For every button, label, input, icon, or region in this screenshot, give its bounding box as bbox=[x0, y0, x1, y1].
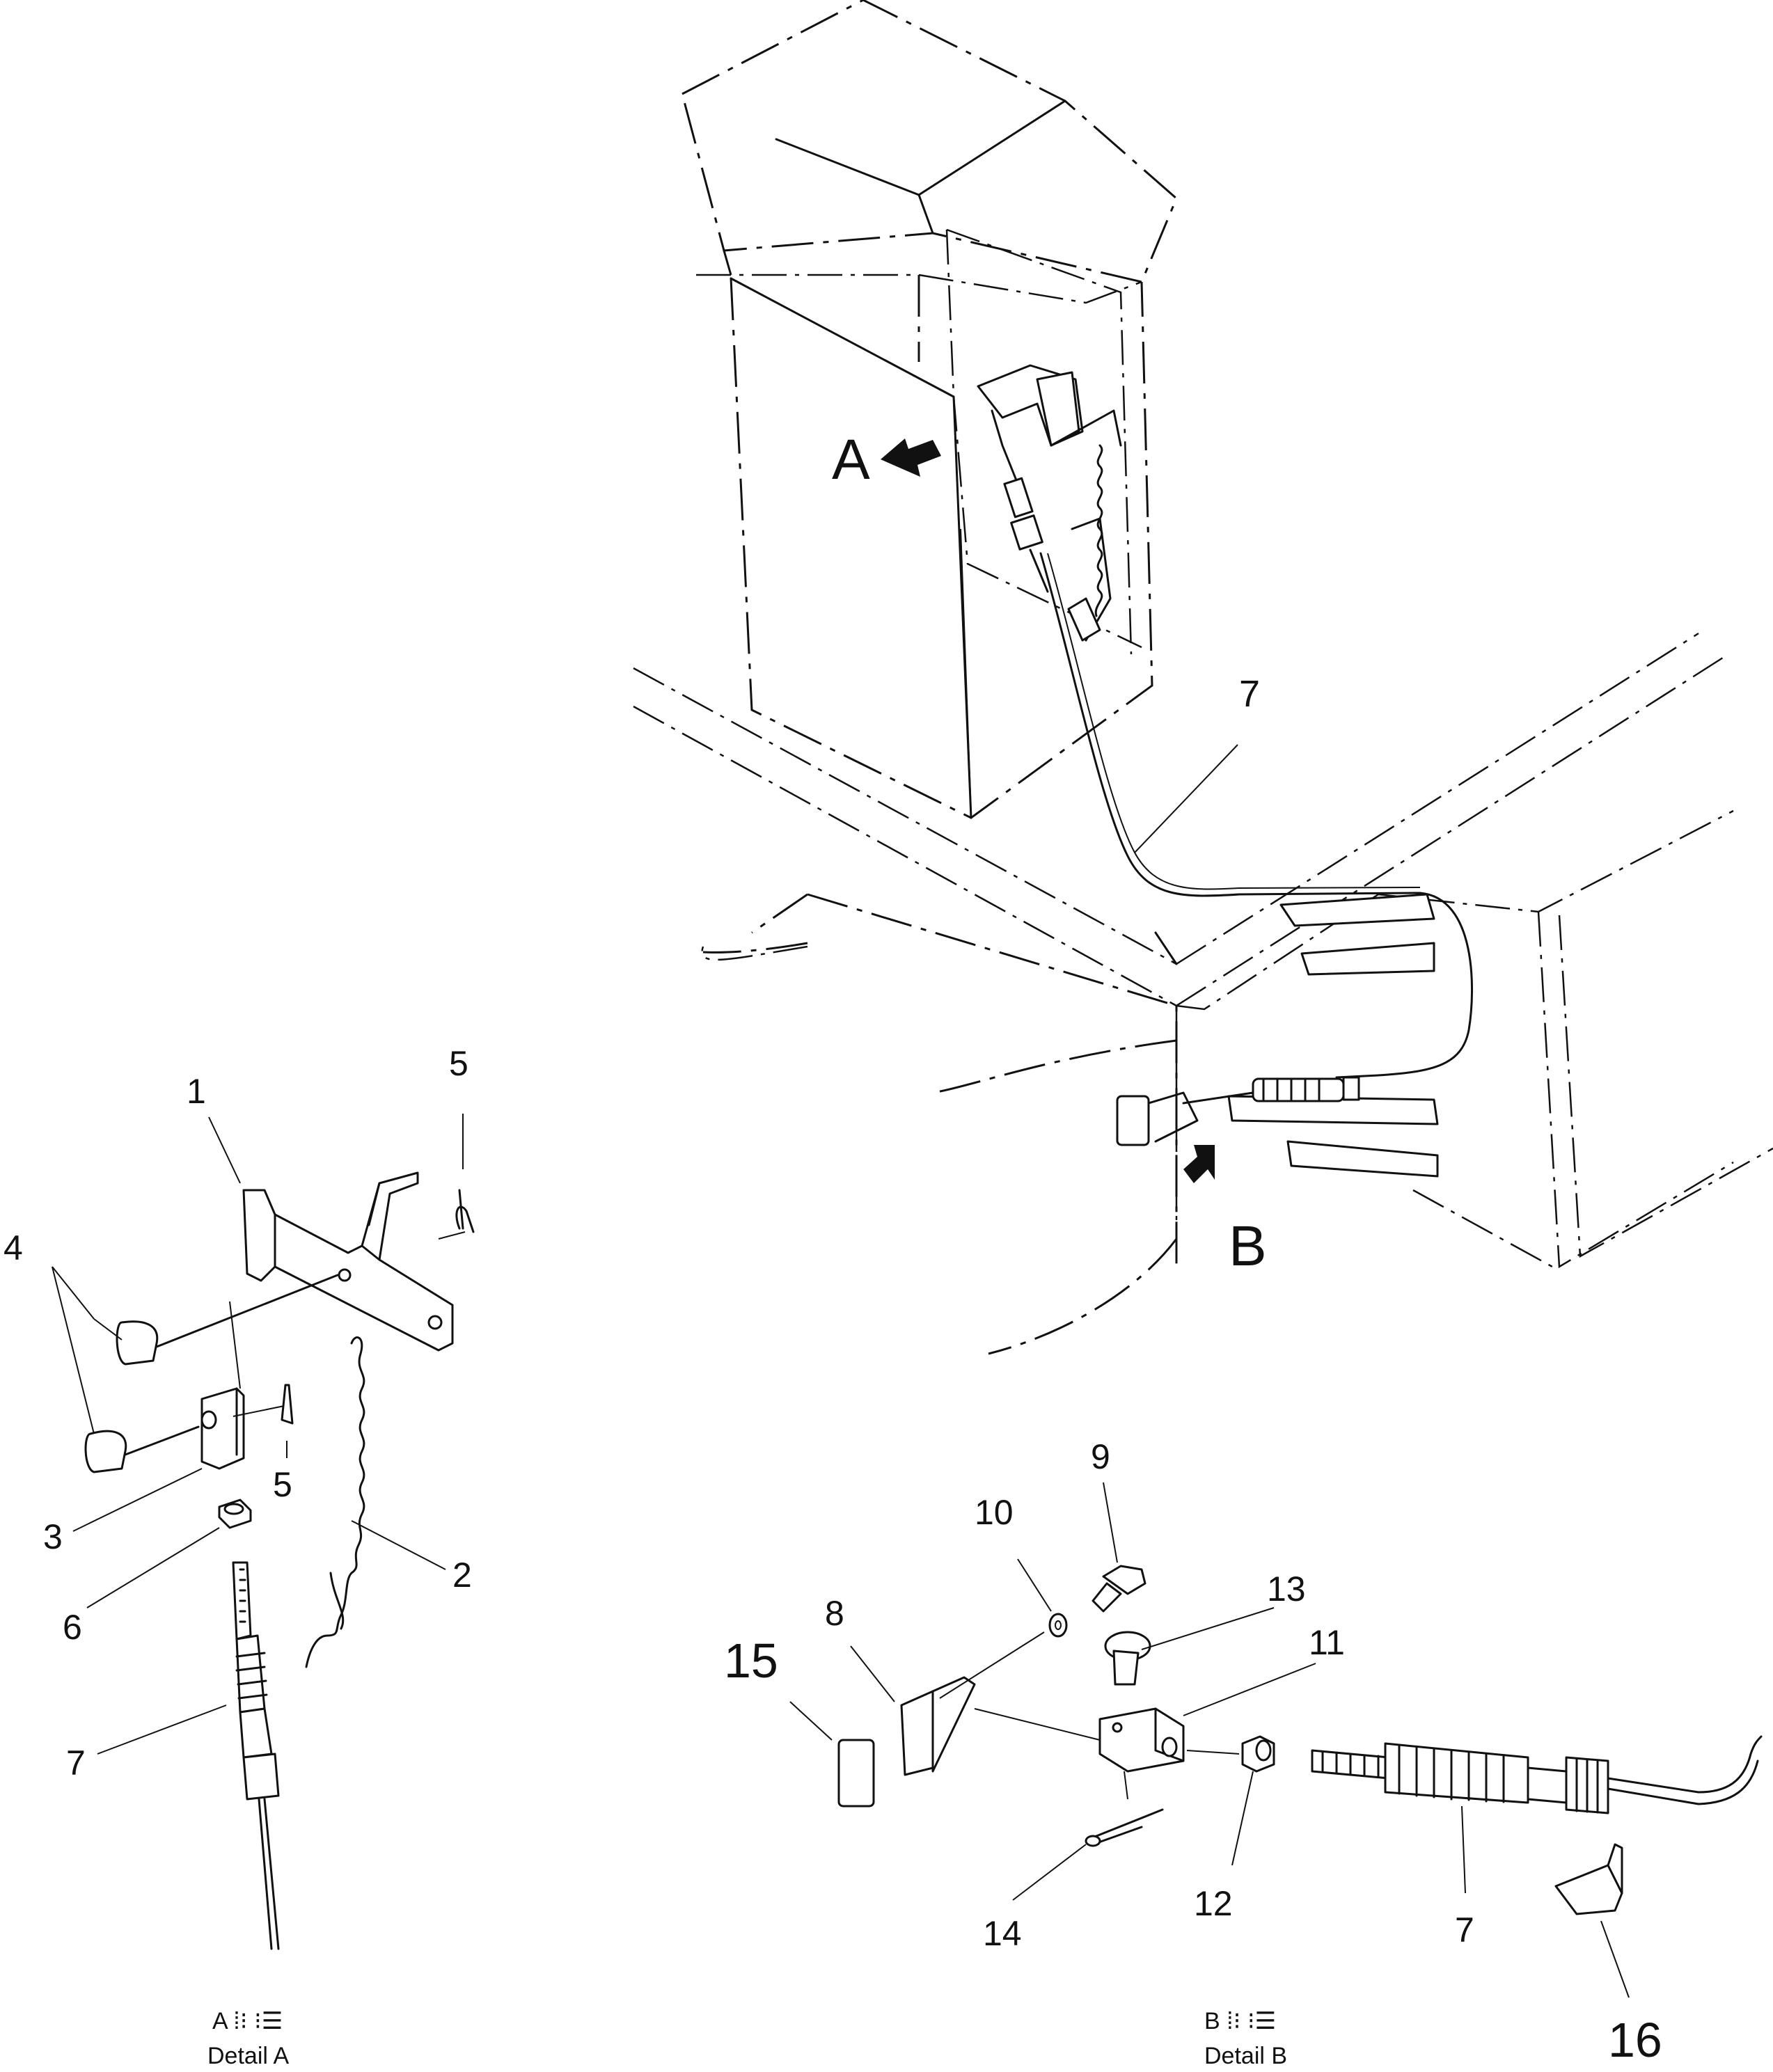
callout-7-main: 7 bbox=[1134, 673, 1260, 853]
part-callout-4: 4 bbox=[3, 1228, 23, 1267]
part-callout-5: 5 bbox=[273, 1465, 292, 1504]
cabinet-bracket-A bbox=[977, 364, 1122, 642]
part-callout-8: 8 bbox=[825, 1594, 844, 1633]
cabinet-assembly bbox=[681, 0, 1178, 819]
part-callout-14: 14 bbox=[983, 1914, 1022, 1953]
view-arrow-A: A bbox=[832, 428, 941, 491]
cabinet-cable-end bbox=[991, 409, 1049, 593]
cable-route bbox=[1039, 552, 1473, 1079]
detail-b-caption-native: B ⁞⁝ ⁝☰ bbox=[1204, 2008, 1276, 2034]
part-callout-7: 7 bbox=[66, 1743, 86, 1782]
view-arrow-B: B bbox=[1183, 1145, 1267, 1278]
part-callout-12: 12 bbox=[1194, 1884, 1233, 1923]
base-frame bbox=[633, 632, 1773, 1355]
part-callout-2: 2 bbox=[452, 1556, 472, 1595]
detail-b-caption: Detail B bbox=[1204, 2043, 1287, 2069]
part-callout-5: 5 bbox=[449, 1044, 468, 1083]
detail-B: 15 8 10 9 13 11 12 14 7 16 B ⁞⁝ ⁝☰ Detai… bbox=[724, 1437, 1763, 2069]
part-callout-11: 11 bbox=[1309, 1623, 1345, 1662]
part-callout-9: 9 bbox=[1091, 1437, 1110, 1476]
part-callout-7: 7 bbox=[1455, 1911, 1474, 1950]
part-callout-16: 16 bbox=[1608, 2013, 1662, 2067]
view-label-A: A bbox=[832, 428, 870, 491]
cabinet-spring bbox=[1094, 444, 1103, 617]
part-callout-3: 3 bbox=[43, 1517, 63, 1556]
detail-A: 1 5 4 5 3 2 6 7 A ⁞⁝ ⁝☰ Detail A bbox=[3, 1044, 475, 2069]
part-callout-10: 10 bbox=[975, 1493, 1014, 1532]
view-label-B: B bbox=[1229, 1215, 1267, 1278]
part-callout-15: 15 bbox=[724, 1634, 778, 1688]
part-callout-13: 13 bbox=[1267, 1569, 1306, 1608]
detail-a-caption-native: A ⁞⁝ ⁝☰ bbox=[212, 2008, 283, 2034]
frame-bracket-B bbox=[1116, 1076, 1360, 1146]
detail-a-caption: Detail A bbox=[207, 2043, 289, 2069]
part-callout-1: 1 bbox=[187, 1072, 206, 1111]
part-callout-7: 7 bbox=[1239, 673, 1260, 715]
part-callout-6: 6 bbox=[63, 1608, 82, 1647]
